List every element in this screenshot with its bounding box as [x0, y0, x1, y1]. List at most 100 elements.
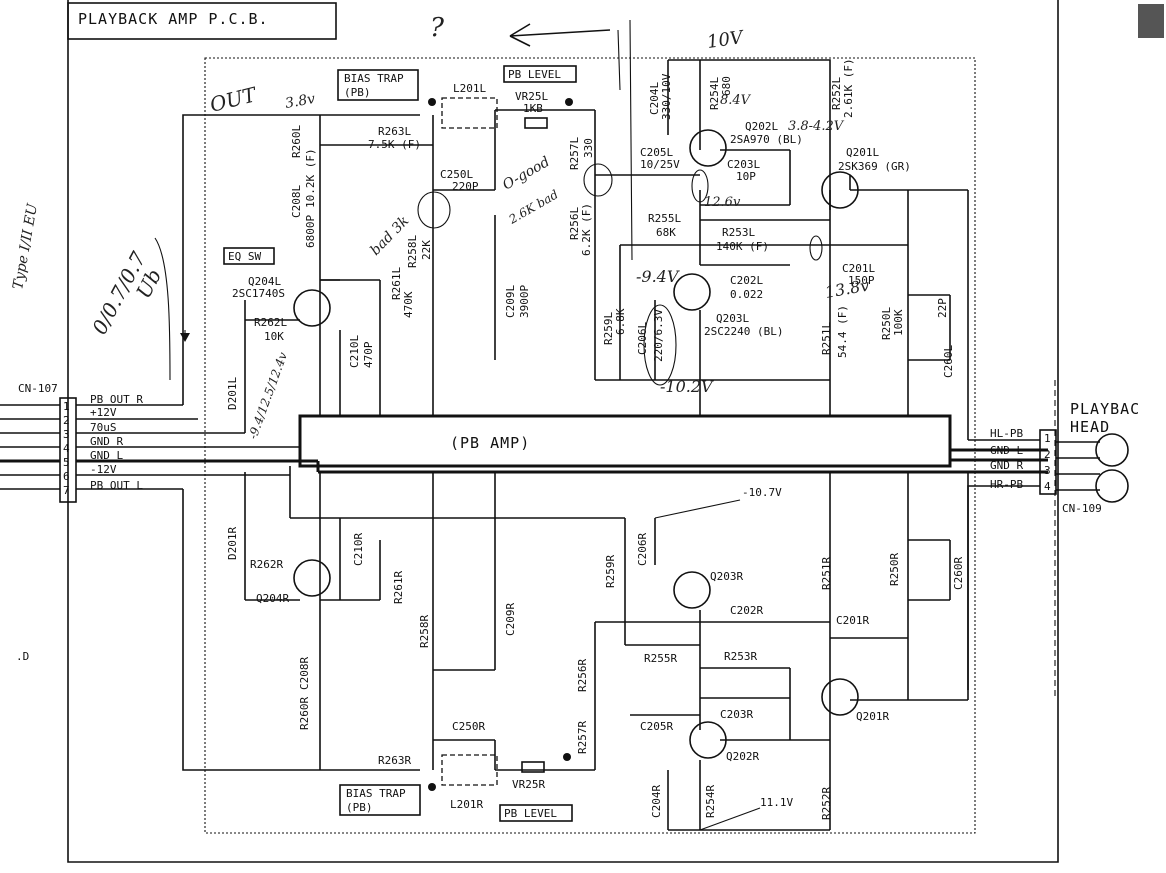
label-r262l: R262L: [254, 316, 287, 329]
label-r258r: R258R: [418, 615, 431, 648]
svg-text:BIAS TRAP: BIAS TRAP: [344, 72, 404, 85]
svg-text:10K: 10K: [264, 330, 284, 343]
l201l-coil: [441, 97, 498, 129]
svg-text:2SC2240 (BL): 2SC2240 (BL): [704, 325, 783, 338]
svg-text:PB LEVEL: PB LEVEL: [508, 68, 561, 81]
svg-text:4: 4: [1044, 480, 1051, 493]
note-out-v: 3.8v: [284, 91, 317, 112]
svg-text:7: 7: [63, 484, 70, 497]
label-r250r: R250R: [888, 553, 901, 586]
q204l-transistor: [293, 289, 331, 327]
label-l201r: L201R: [450, 798, 483, 811]
svg-text:330: 330: [582, 138, 595, 158]
svg-text:68K: 68K: [656, 226, 676, 239]
label-r254l: R254L: [708, 77, 721, 110]
transistor-symbols: [293, 129, 859, 759]
svg-text:10.2K (F): 10.2K (F): [304, 148, 317, 208]
svg-text:330/10V: 330/10V: [660, 73, 673, 120]
svg-text:0.022: 0.022: [730, 288, 763, 301]
head-coil-l-icon: [1095, 433, 1129, 467]
vr25r-pot: [521, 761, 545, 773]
board-outline: PLAYBACK AMP P.C.B.: [67, 0, 1164, 863]
note-good2: 2.6K bad: [506, 187, 561, 227]
cn107-label: CN-107: [18, 382, 58, 395]
svg-text:70uS: 70uS: [90, 421, 117, 434]
label-c205l: C205L: [640, 146, 673, 159]
label-c206r: C206R: [636, 533, 649, 566]
bias-trap-bottom-box: BIAS TRAP (PB): [339, 784, 421, 816]
label-q203l: Q203L: [716, 312, 749, 325]
label-q204r: Q204R: [256, 592, 289, 605]
note-out: OUT: [207, 82, 260, 117]
svg-text:PB OUT R: PB OUT R: [90, 393, 143, 406]
head-coil-r-icon: [1095, 469, 1129, 503]
svg-text:2SA970 (BL): 2SA970 (BL): [730, 133, 803, 146]
label-l201l: L201L: [453, 82, 486, 95]
svg-text:7.5K (F): 7.5K (F): [368, 138, 421, 151]
label-c206l: C206L: [636, 322, 649, 355]
label-r251l: R251L: [820, 322, 833, 355]
label-r261r: R261R: [392, 571, 405, 604]
right-channel-wiring: [244, 466, 969, 831]
svg-text:470K: 470K: [402, 291, 415, 318]
label-r259l: R259L: [602, 312, 615, 345]
label-vr25l: VR25L: [515, 90, 548, 103]
svg-text:2: 2: [1044, 448, 1051, 461]
svg-text:2SK369 (GR): 2SK369 (GR): [838, 160, 911, 173]
svg-text:100K: 100K: [892, 309, 905, 336]
svg-text:PB LEVEL: PB LEVEL: [504, 807, 557, 820]
label-r258l: R258L: [406, 235, 419, 268]
svg-text:680: 680: [720, 76, 733, 96]
cn107-pin-4: 4 GND R: [0, 435, 300, 455]
svg-text:1: 1: [63, 400, 70, 413]
coil-symbols: [428, 97, 573, 791]
svg-text:-12V: -12V: [90, 463, 117, 476]
svg-text:54.4 (F): 54.4 (F): [836, 305, 849, 358]
playback-head-label-2: HEAD: [1070, 418, 1110, 436]
label-q201l: Q201L: [846, 146, 879, 159]
note-q202-b: 3.8-4.2V: [788, 119, 845, 134]
svg-text:2SC1740S: 2SC1740S: [232, 287, 285, 300]
label-r255l: R255L: [648, 212, 681, 225]
note-good: O-good: [500, 154, 553, 194]
label-c250l: C250L: [440, 168, 473, 181]
svg-text:6.8K: 6.8K: [614, 308, 627, 335]
label-q204l: Q204L: [248, 275, 281, 288]
q203l-transistor: [673, 273, 711, 311]
label-c250r: C250R: [452, 720, 485, 733]
svg-text:6: 6: [63, 470, 70, 483]
label-r256r: R256R: [576, 659, 589, 692]
cn107-pin-3: 3 70uS: [0, 421, 245, 441]
label-c209r: C209R: [504, 603, 517, 636]
q204r-transistor: [293, 559, 331, 597]
pb-amp-block: (PB AMP): [298, 414, 1048, 474]
label-r252l: R252L: [830, 77, 843, 110]
svg-text:PB OUT L: PB OUT L: [90, 479, 143, 492]
label-c201l: C201L: [842, 262, 875, 275]
cn107-pin-list: 1 PB OUT R 2 +12V 3 70uS 4 GND R: [0, 393, 318, 497]
label-c204l: C204L: [648, 82, 661, 115]
cn109-label: CN-109: [1062, 502, 1102, 515]
svg-text:2: 2: [63, 414, 70, 427]
svg-text:22P: 22P: [936, 298, 949, 318]
label-r262r: R262R: [250, 558, 283, 571]
label-vr25r: VR25R: [512, 778, 545, 791]
label-c204r: C204R: [650, 785, 663, 818]
svg-text:470P: 470P: [362, 341, 375, 368]
label-c205r: C205R: [640, 720, 673, 733]
svg-text:1: 1: [1044, 432, 1051, 445]
voltage-11-1: 11.1V: [760, 796, 793, 809]
svg-text:220/6.3V: 220/6.3V: [652, 309, 665, 362]
label-r259r: R259R: [604, 555, 617, 588]
label-r253l: R253L: [722, 226, 755, 239]
cn109-pin-hl-pb: HL-PB: [990, 427, 1023, 440]
q202l-transistor: [689, 129, 727, 167]
label-c201r: C201R: [836, 614, 869, 627]
l201r-coil: [441, 754, 498, 786]
svg-text:+12V: +12V: [90, 406, 117, 419]
note-10v: 10V: [706, 27, 746, 53]
label-c202r: C202R: [730, 604, 763, 617]
right-component-labels: D201R R262R Q204R C210R R261R C208R R260…: [226, 527, 965, 820]
label-c210l: C210L: [348, 335, 361, 368]
